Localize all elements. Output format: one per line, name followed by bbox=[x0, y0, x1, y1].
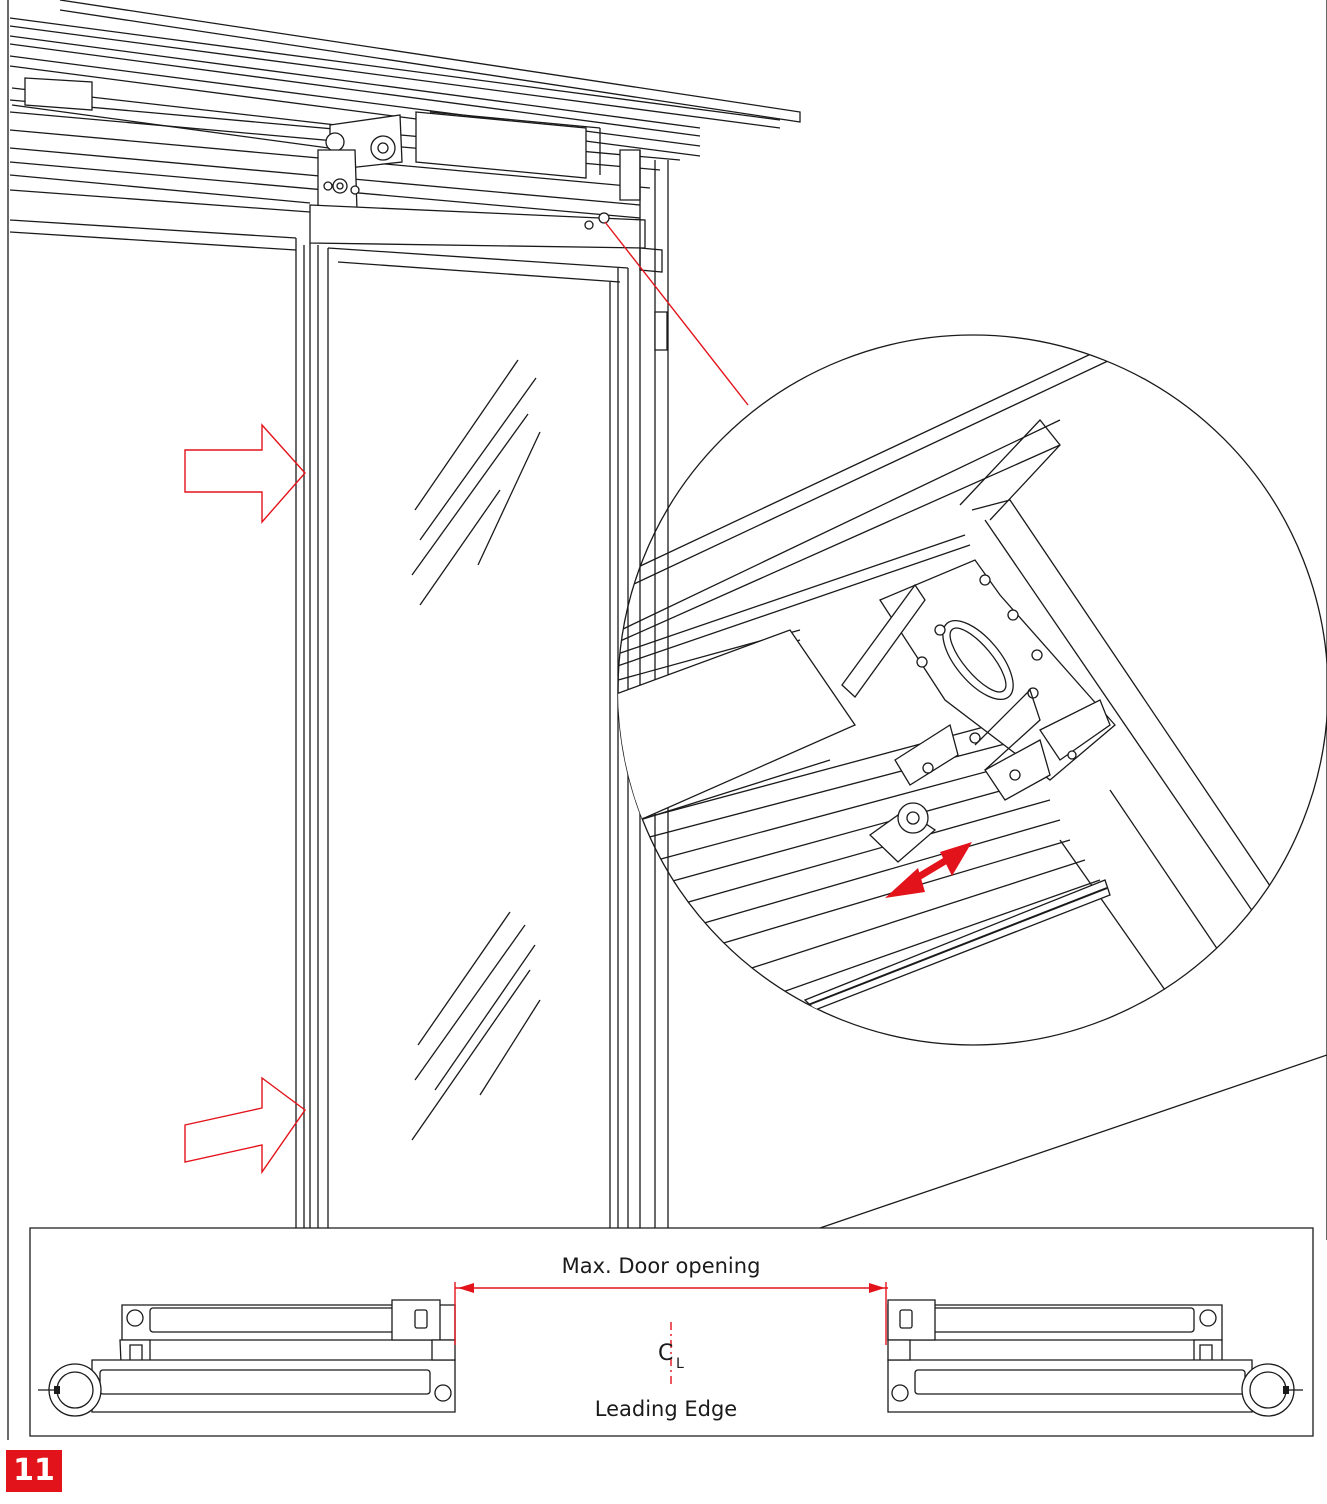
push-arrow-lower bbox=[185, 1078, 305, 1172]
centerline-subscript: L bbox=[676, 1356, 684, 1372]
sheet-frame bbox=[8, 0, 1327, 1440]
detail-magnifier bbox=[600, 335, 1327, 1045]
left-door-section bbox=[38, 1300, 455, 1416]
centerline-symbol: C bbox=[658, 1341, 673, 1366]
centerline-marker: C L Leading Edge bbox=[595, 1322, 737, 1421]
fixed-panel bbox=[10, 220, 304, 1228]
dimension-label: Max. Door opening bbox=[562, 1254, 761, 1278]
leading-edge-label: Leading Edge bbox=[595, 1397, 737, 1421]
figure-number-badge: 11 bbox=[6, 1450, 62, 1492]
sliding-door-leaf bbox=[310, 243, 628, 1228]
max-opening-dimension: Max. Door opening bbox=[455, 1254, 888, 1345]
plan-view-panel: Max. Door opening C L Leading Edge bbox=[30, 1228, 1313, 1436]
detail-leader-line bbox=[605, 222, 748, 405]
push-arrow-upper bbox=[185, 425, 305, 522]
header-track-assembly bbox=[10, 0, 800, 272]
adjustment-double-arrow bbox=[885, 842, 972, 898]
section-divider-line bbox=[820, 1055, 1327, 1228]
right-door-section bbox=[888, 1300, 1303, 1416]
